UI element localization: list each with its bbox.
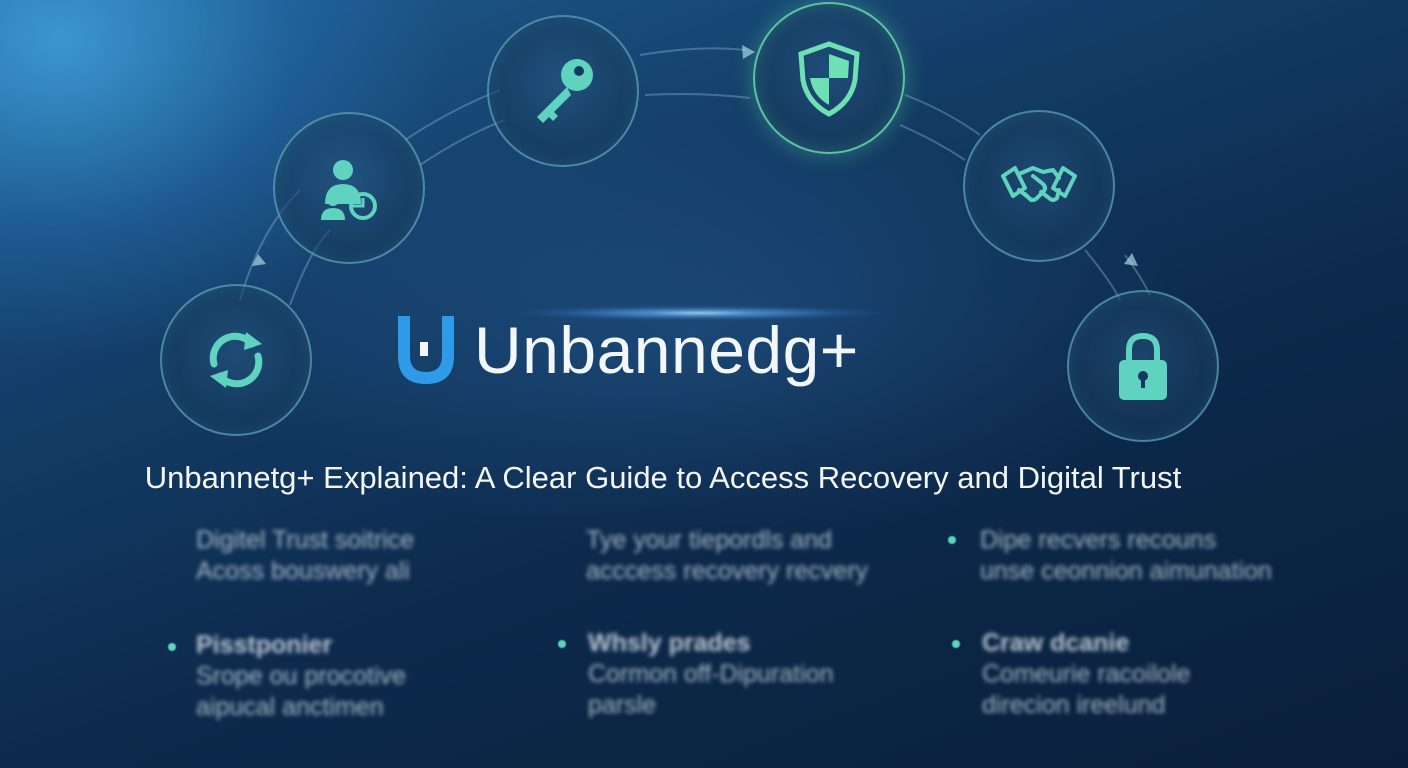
feature-line: acccess recovery recvery (586, 557, 869, 585)
padlock-node (1067, 290, 1219, 442)
feature-block-1: Digitel Trust soitrice Acoss bouswery al… (196, 525, 414, 587)
feature-block-4: Pisstponier Srope ou procotive aipucal a… (196, 630, 406, 723)
brand-logo-icon (398, 316, 454, 384)
brand-name: Unbannedg+ (474, 313, 859, 387)
feature-block-3: Dipe recvers recouns unse ceonnion aimun… (980, 525, 1272, 587)
shield-icon (798, 41, 860, 117)
key-node (487, 15, 639, 167)
feature-line: Dipe recvers recouns (980, 526, 1217, 554)
handshake-node (963, 110, 1115, 262)
bullet-dot (558, 640, 566, 648)
feature-line: unse ceonnion aimunation (980, 557, 1272, 585)
handshake-icon (1001, 166, 1077, 202)
feature-line: Acoss bouswery ali (196, 557, 410, 585)
feature-block-5: Whsly prades Cormon off-Dipuration parsl… (588, 628, 833, 721)
feature-block-2: Tye your tiepordls and acccess recovery … (586, 525, 868, 587)
feature-title: Whsly prades (588, 629, 751, 657)
bullet-dot (948, 536, 956, 544)
feature-title: Pisstponier (196, 631, 333, 659)
bullet-dot (952, 640, 960, 648)
light-streak (520, 306, 880, 320)
user-recovery-icon (321, 160, 377, 220)
padlock-icon (1119, 332, 1167, 400)
feature-block-6: Craw dcanie Comeurie racoilole direcion … (982, 628, 1190, 721)
feature-line: aipucal anctimen (196, 693, 384, 721)
feature-line: Cormon off-Dipuration (588, 660, 834, 688)
feature-line: Digitel Trust soitrice (196, 526, 415, 554)
feature-line: direcion ireelund (982, 691, 1166, 719)
brand-lockup: Unbannedg+ (392, 312, 859, 388)
feature-line: Tye your tiepordls and (586, 526, 832, 554)
refresh-node (160, 284, 312, 436)
refresh-icon (209, 332, 263, 388)
bullet-dot (168, 643, 176, 651)
shield-node (753, 2, 905, 154)
user-recovery-node (273, 112, 425, 264)
feature-line: parsle (588, 691, 657, 719)
feature-line: Srope ou procotive (196, 662, 406, 690)
feature-title: Craw dcanie (982, 629, 1130, 657)
feature-line: Comeurie racoilole (982, 660, 1191, 688)
page-headline: Unbannetg+ Explained: A Clear Guide to A… (144, 460, 1182, 495)
key-icon (537, 59, 593, 123)
